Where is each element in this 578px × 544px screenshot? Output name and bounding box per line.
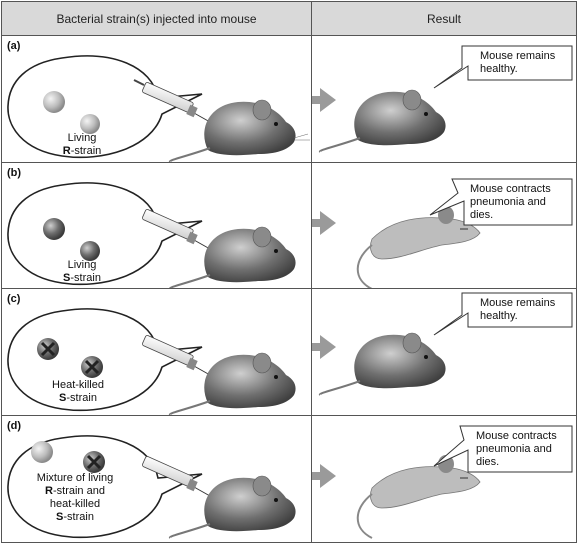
row-a-injection: (a) (2, 36, 312, 163)
row-a-label: (a) (7, 40, 21, 52)
row-a-result-text: Mouse remains healthy. (480, 50, 556, 75)
row-a-caption: Living R-strain (62, 132, 102, 157)
row-c-illustration (7, 308, 296, 415)
row-d-illustration (7, 434, 296, 539)
mouse-healthy-icon (169, 99, 310, 162)
arrow-icon (312, 335, 336, 359)
row-c-caption: Heat-killed S-strain (52, 379, 104, 404)
syringe-icon (142, 335, 211, 376)
header-injected: Bacterial strain(s) injected into mouse (2, 2, 312, 36)
bacterium-r (80, 114, 100, 134)
mouse-healthy-icon (169, 226, 296, 289)
heat-killed-bacterium-icon (37, 338, 59, 360)
syringe-icon (133, 79, 211, 123)
mouse-healthy-icon (168, 475, 296, 539)
bubble-outline (7, 55, 203, 159)
row-b-result-illustration (312, 178, 573, 289)
arrow-icon (312, 88, 336, 112)
callout-box (433, 425, 573, 472)
row-a-result: Mouse remains healthy. (312, 36, 576, 163)
row-c-label: (c) (7, 293, 21, 305)
row-d-caption: Mixture of living R-strain and heat-kill… (36, 471, 114, 523)
heat-killed-bacterium-icon (81, 356, 103, 378)
row-c-result: Mouse remains healthy. (312, 289, 576, 416)
syringe-icon (142, 455, 211, 496)
row-b-caption: Living S-strain (63, 258, 101, 284)
row-a-illustration (7, 55, 310, 162)
bubble-outline (7, 308, 203, 412)
bacterium-s (80, 240, 100, 261)
arrow-icon (312, 210, 336, 235)
row-b-injection: (b) Living S-strain (2, 162, 312, 289)
row-b-result-text: Mouse contracts pneumonia and dies. (470, 182, 551, 221)
row-d-result: Mouse contracts pneumonia and dies. (312, 416, 576, 543)
row-c-injection: (c) (2, 289, 312, 416)
syringe-icon (142, 208, 211, 249)
mouse-healthy-icon (318, 89, 446, 153)
row-d-result-text: Mouse contracts pneumonia and dies. (476, 429, 557, 468)
row-c-result-illustration (312, 292, 573, 396)
row-d-injection: (d) (2, 415, 312, 542)
heat-killed-bacterium-icon (83, 450, 105, 473)
bubble-outline (7, 181, 203, 285)
bubble-outline (7, 434, 203, 538)
mouse-healthy-icon (169, 352, 296, 415)
row-d-label: (d) (7, 419, 22, 432)
callout-box (433, 45, 573, 89)
bacterium-r (31, 440, 53, 463)
row-d-result-illustration (312, 425, 573, 539)
mouse-dead-icon (356, 454, 481, 539)
row-b-illustration (7, 181, 296, 289)
arrow-icon (312, 463, 336, 488)
mouse-healthy-icon (318, 332, 446, 396)
row-a-result-illustration (312, 45, 573, 153)
row-b-label: (b) (7, 166, 22, 179)
callout-box (429, 178, 573, 225)
callout-box (433, 292, 573, 336)
header-result: Result (312, 2, 576, 36)
row-b-result: Mouse contracts pneumonia and dies. (312, 163, 576, 289)
bacterium-r (43, 91, 65, 113)
mouse-dead-icon (356, 205, 481, 289)
row-c-result-text: Mouse remains healthy. (480, 297, 556, 322)
bacterium-s (43, 217, 65, 240)
